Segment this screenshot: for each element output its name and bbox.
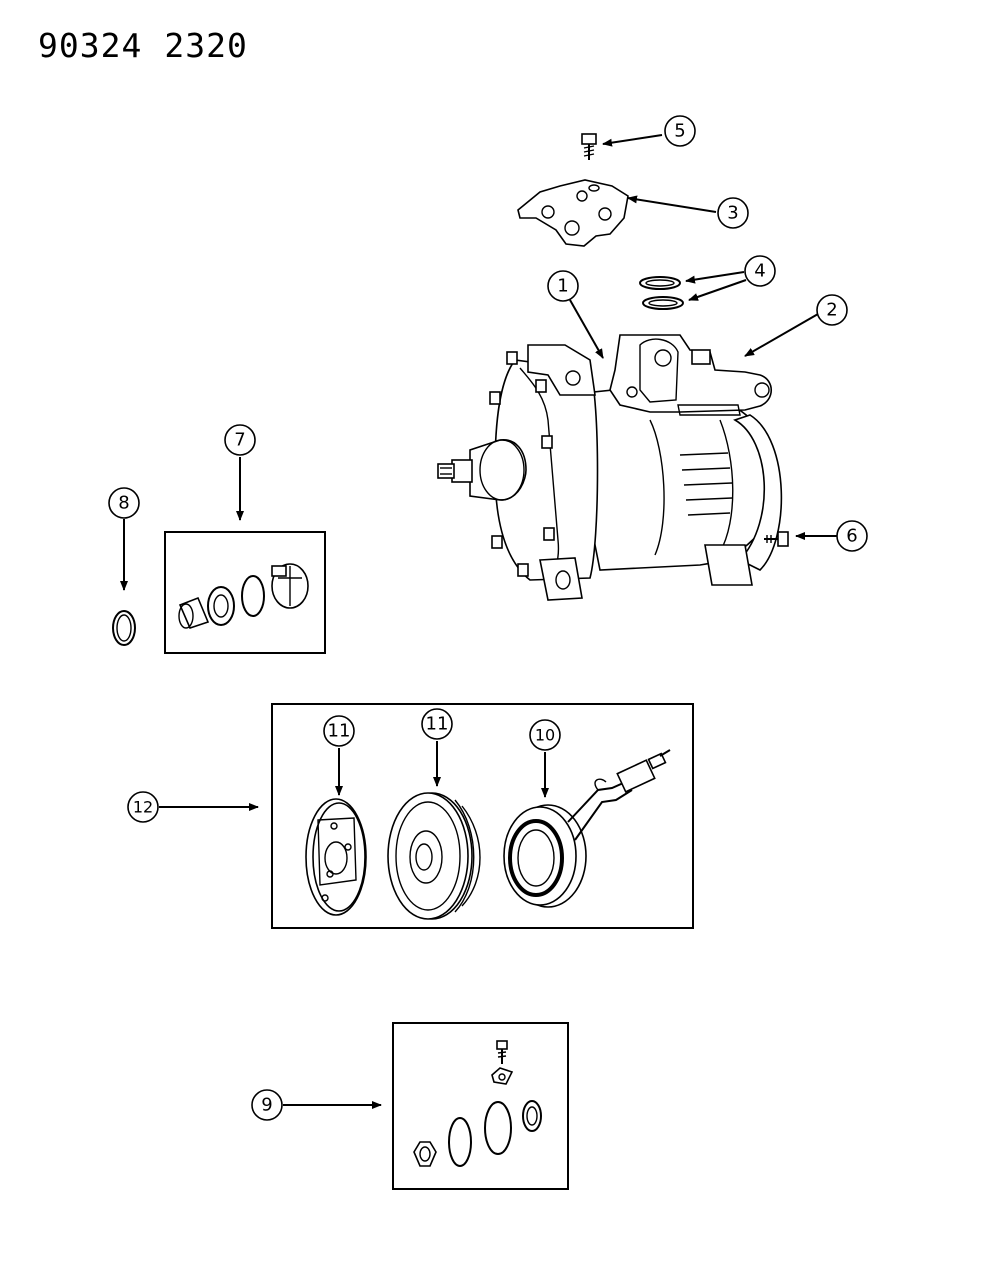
callout-1-label: 1 [557, 276, 568, 297]
callout-5-label: 5 [674, 121, 685, 142]
field-coil-part [503, 749, 671, 908]
callout-12-label: 12 [133, 798, 153, 817]
callout-7: 7 [224, 424, 256, 456]
leader-1 [569, 299, 604, 359]
callout-6-label: 6 [846, 526, 857, 547]
callout-10-label: 10 [535, 726, 555, 745]
leader-5 [602, 134, 663, 147]
callout-8: 8 [108, 487, 140, 519]
callout-10: 10 [529, 719, 561, 751]
callout-8-label: 8 [118, 493, 129, 514]
callout-2: 2 [816, 294, 848, 326]
callout-11b-label: 11 [426, 714, 449, 735]
shaft-seal-kit-part [178, 563, 309, 629]
callout-9-label: 9 [261, 1095, 272, 1116]
callout-3-label: 3 [727, 203, 738, 224]
hardware-kit-part [413, 1040, 542, 1167]
leader-2 [744, 313, 819, 357]
pulley-part [387, 792, 481, 920]
leader-4b [688, 279, 747, 301]
callout-11a: 11 [323, 715, 355, 747]
clutch-plate-part [305, 798, 367, 916]
bolt-part [581, 133, 597, 160]
callout-11b: 11 [421, 708, 453, 740]
callout-11a-label: 11 [328, 721, 351, 742]
callout-7-label: 7 [234, 430, 245, 451]
callout-4: 4 [744, 255, 776, 287]
compressor-body-part [437, 334, 783, 601]
o-ring-pair-part [639, 276, 684, 310]
diagram-header: 90324 2320 [38, 26, 270, 65]
screw-part [764, 531, 789, 547]
clutch-assembly-box [271, 703, 694, 929]
callout-4-label: 4 [754, 261, 765, 282]
header-code-right: 2320 [164, 26, 248, 65]
callout-12: 12 [127, 791, 159, 823]
manifold-plate-part [517, 179, 629, 247]
snap-ring-part [112, 610, 136, 646]
hardware-kit-box [392, 1022, 569, 1190]
leader-4a [685, 271, 745, 284]
callout-9: 9 [251, 1089, 283, 1121]
callout-3: 3 [717, 197, 749, 229]
callout-6: 6 [836, 520, 868, 552]
callout-1: 1 [547, 270, 579, 302]
callout-5: 5 [664, 115, 696, 147]
seal-kit-box [164, 531, 326, 654]
leader-3 [627, 195, 717, 213]
callout-2-label: 2 [826, 300, 837, 321]
header-code-left: 90324 [38, 26, 143, 65]
